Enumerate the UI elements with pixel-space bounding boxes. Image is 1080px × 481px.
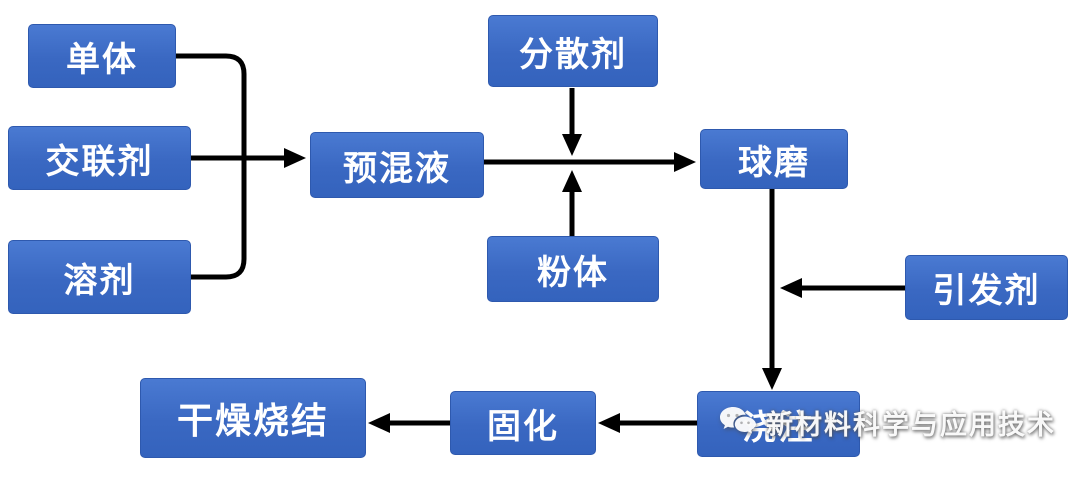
arrowhead-ballmill <box>674 152 696 172</box>
node-dispersant: 分散剂 <box>488 15 658 87</box>
arrowhead-dispersant <box>562 134 582 156</box>
node-solvent: 溶剂 <box>8 240 191 314</box>
node-initiator: 引发剂 <box>905 255 1068 320</box>
arrowhead-initiator <box>780 278 802 298</box>
node-casting: 浇注 <box>697 391 860 457</box>
node-powder: 粉体 <box>487 236 659 302</box>
node-monomer: 单体 <box>28 24 176 88</box>
node-drying-sintering: 干燥烧结 <box>140 378 366 458</box>
arrowhead-premix <box>284 148 306 168</box>
node-ball-mill: 球磨 <box>700 129 848 189</box>
node-curing: 固化 <box>450 391 596 455</box>
arrowhead-drying <box>368 413 390 433</box>
arrowhead-powder <box>562 170 582 192</box>
node-crosslinker: 交联剂 <box>8 126 191 190</box>
node-premix: 预混液 <box>310 132 484 198</box>
arrowhead-curing <box>598 413 620 433</box>
arrowhead-casting <box>762 368 782 390</box>
